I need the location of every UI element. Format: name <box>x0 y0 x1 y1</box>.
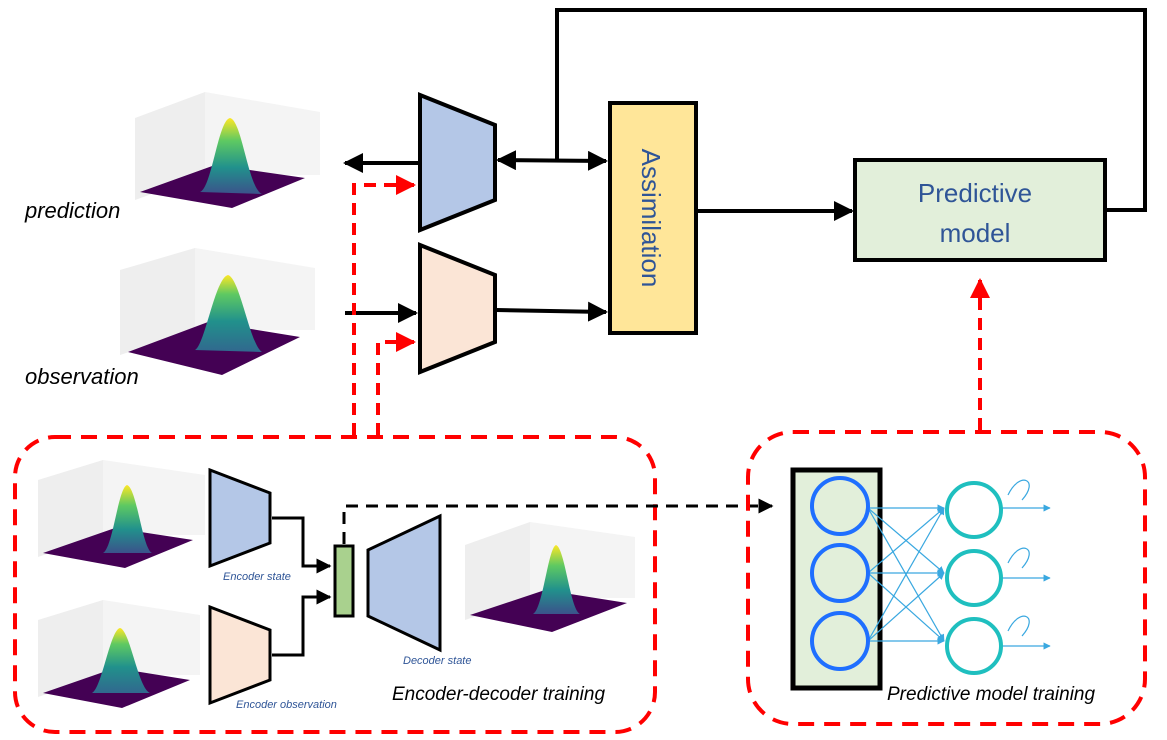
training-state-surface-plot <box>38 460 205 568</box>
latent-vector <box>333 544 355 618</box>
prediction-label: prediction <box>24 198 120 223</box>
decoder-state-label: Decoder state <box>403 655 471 667</box>
encoder-decoder-training-label: Encoder-decoder training <box>392 684 605 705</box>
predictive-model-label-line2: model <box>940 218 1011 248</box>
recurrent-neuron <box>945 617 1003 675</box>
training-encoder-observation-block <box>208 604 272 706</box>
network-connections <box>867 479 1051 650</box>
assimilation-box <box>608 101 698 335</box>
prediction-surface-plot <box>135 92 320 208</box>
predictive-model-training-panel <box>746 430 1147 726</box>
encoder-assimilation-bidirectional-arrow <box>496 150 608 171</box>
predictive-model-training-label: Predictive model training <box>887 684 1095 705</box>
predictive-model-box <box>853 158 1107 262</box>
encoder-state-to-latent-arrow <box>272 516 332 574</box>
recurrent-neuron <box>945 481 1003 539</box>
encoder-training-link <box>352 175 416 435</box>
input-neuron <box>810 476 870 536</box>
assimilation-label: Assimilation <box>636 149 666 288</box>
encoder-observation-label: Encoder observation <box>236 699 337 711</box>
encoder-observation-to-latent-arrow <box>272 589 332 657</box>
predictive-model-label-line1: Predictive <box>918 178 1032 208</box>
input-neuron <box>810 611 870 671</box>
observation-label: observation <box>25 364 139 389</box>
latent-to-predictive-training-arrow <box>342 498 774 544</box>
decoder-output-surface-plot <box>465 522 635 632</box>
recurrent-neuron <box>945 549 1003 607</box>
encoder-observation-block <box>418 242 497 375</box>
observation-surface-plot <box>120 248 315 375</box>
input-neuron <box>810 543 870 603</box>
feedback-loop-line <box>555 8 1147 212</box>
encoder-decoder-training-panel <box>13 435 657 734</box>
encoder-observation-to-assimilation-arrow <box>495 301 608 322</box>
training-observation-surface-plot <box>38 600 200 708</box>
training-decoder-block <box>366 513 442 653</box>
encoder-state-label: Encoder state <box>223 571 291 583</box>
encoder-state-block <box>418 92 497 233</box>
training-encoder-state-block <box>208 467 272 569</box>
